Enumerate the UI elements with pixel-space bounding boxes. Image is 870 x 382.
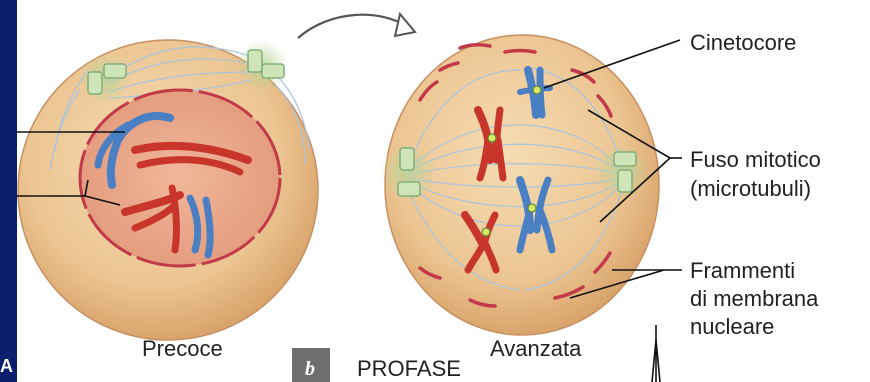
label-fuso-line2: (microtubuli) (690, 176, 811, 201)
label-cinetocore: Cinetocore (690, 30, 796, 55)
panel-letter: b (305, 358, 315, 380)
label-avanzata: Avanzata (490, 336, 582, 361)
label-frammenti-line2: di membrana (690, 286, 819, 311)
early-prophase-cell (17, 40, 318, 340)
label-fuso-line1: Fuso mitotico (690, 147, 821, 172)
late-prophase-cell (380, 35, 682, 382)
edge-letter: A (0, 356, 13, 376)
label-precoce: Precoce (142, 336, 223, 361)
label-frammenti-line3: nucleare (690, 314, 774, 339)
panel-letter-badge: b (292, 348, 330, 382)
label-frammenti-line1: Frammenti (690, 258, 795, 283)
label-phase: PROFASE (357, 356, 461, 381)
progression-arrow (298, 14, 415, 38)
